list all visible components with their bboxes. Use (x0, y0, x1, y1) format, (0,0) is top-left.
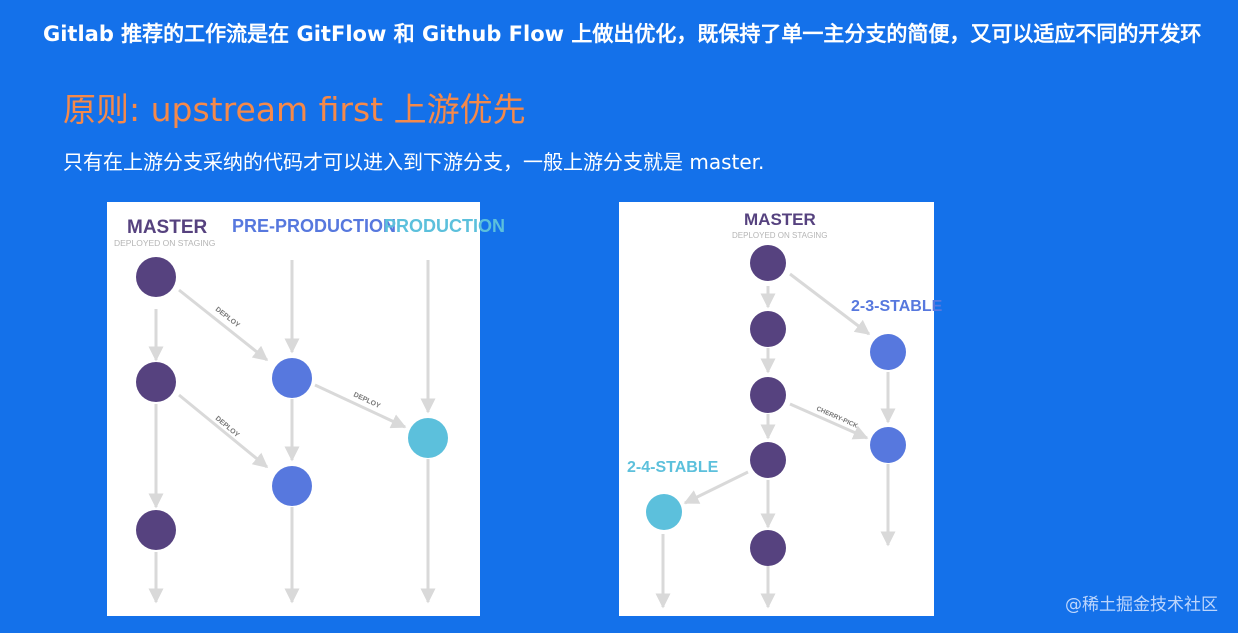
master-commit-node (750, 530, 786, 566)
branch-arrow-2-4 (683, 470, 749, 505)
cherry-pick-arrow (789, 402, 869, 440)
deploy-label-3: DEPLOY (352, 391, 381, 410)
prod-commit-node (408, 418, 448, 458)
left-master-sublabel: DEPLOYED ON STAGING (114, 238, 215, 248)
principle-heading: 原则: upstream first 上游优先 (63, 90, 526, 129)
deploy-arrow-2 (178, 393, 269, 469)
left-master-label: MASTER (127, 217, 208, 238)
preprod-commit-node (272, 466, 312, 506)
right-flow-diagram: MASTER DEPLOYED ON STAGING 2-3-STABLE 2-… (619, 202, 943, 616)
right-master-label: MASTER (744, 210, 816, 229)
principle-description: 只有在上游分支采纳的代码才可以进入到下游分支，一般上游分支就是 master. (63, 150, 765, 174)
stable-2-3-label: 2-3-STABLE (851, 298, 943, 315)
deploy-arrow-1 (178, 288, 269, 362)
master-commit-node (750, 377, 786, 413)
left-diagram-svg: MASTER DEPLOYED ON STAGING PRE-PRODUCTIO… (114, 216, 505, 604)
master-commit-node (136, 257, 176, 297)
stable23-commit-node (870, 334, 906, 370)
preprod-commit-node (272, 358, 312, 398)
master-commit-node (750, 311, 786, 347)
master-commit-node (750, 442, 786, 478)
left-flow-diagram: MASTER DEPLOYED ON STAGING PRE-PRODUCTIO… (107, 202, 505, 616)
branch-arrow-2-3 (789, 272, 871, 336)
master-commit-node (750, 245, 786, 281)
deploy-label-1: DEPLOY (214, 306, 241, 329)
master-commit-node (136, 362, 176, 402)
preprod-label: PRE-PRODUCTION (232, 216, 396, 236)
intro-text: Gitlab 推荐的工作流是在 GitFlow 和 Github Flow 上做… (43, 22, 1202, 46)
watermark: @稀土掘金技术社区 (1065, 595, 1218, 615)
master-commit-node (136, 510, 176, 550)
stable-2-4-label: 2-4-STABLE (627, 459, 719, 476)
stable23-commit-node (870, 427, 906, 463)
stable24-commit-node (646, 494, 682, 530)
right-master-sublabel: DEPLOYED ON STAGING (732, 231, 827, 240)
right-diagram-svg: MASTER DEPLOYED ON STAGING 2-3-STABLE 2-… (627, 210, 943, 609)
deploy-arrow-3 (314, 383, 407, 429)
prod-label: PRODUCTION (384, 216, 505, 236)
